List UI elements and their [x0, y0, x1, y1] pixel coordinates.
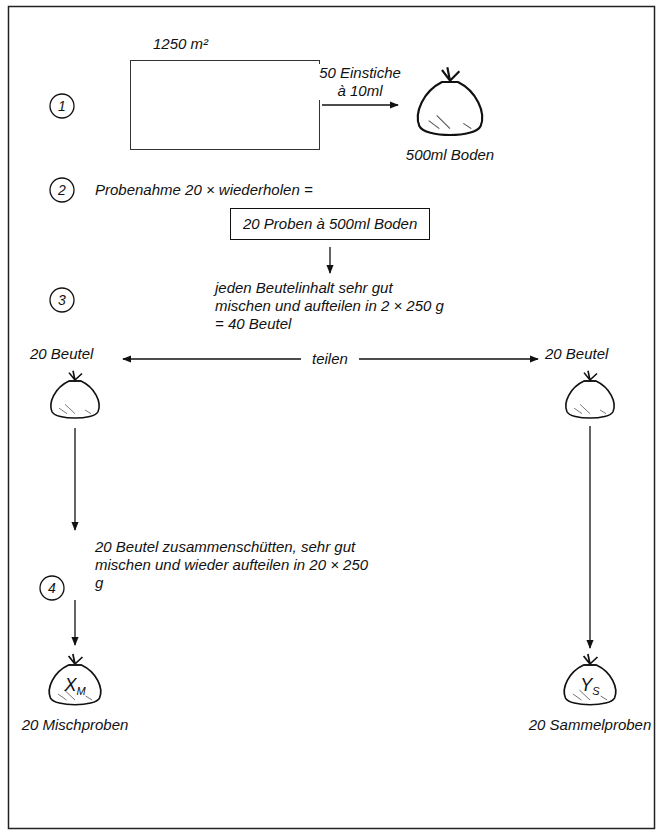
area-size: 1250 m² — [153, 35, 208, 53]
sample-box: 20 Proben à 500ml Boden — [230, 208, 430, 240]
flow-arrow — [329, 247, 330, 273]
step-number: 1 — [58, 99, 66, 113]
bag-caption: 500ml Boden — [400, 146, 500, 164]
bag-symbol — [560, 367, 620, 423]
split-arrow — [123, 358, 301, 359]
edge-label: 50 Einstiche à 10ml — [314, 64, 406, 100]
sample-symbol: X — [64, 675, 76, 695]
sample-bag: XM 20 Mischproben — [10, 650, 140, 734]
step-circle: 3 — [49, 287, 75, 313]
bag-caption: 20 Mischproben — [10, 716, 140, 734]
bag-symbol — [410, 62, 490, 142]
area-rectangle: 1250 m² — [130, 60, 320, 150]
soil-bag: 20 Beutel — [545, 345, 635, 423]
note-text: jeden Beutelinhalt sehr gut mischen und … — [215, 279, 445, 333]
flow-arrow — [589, 426, 590, 648]
step-number: 2 — [58, 183, 66, 197]
bag-area — [45, 367, 105, 423]
sample-bag: YS 20 Sammelproben — [515, 650, 662, 734]
bag-symbol — [45, 367, 105, 423]
bag-symbol-text: YS — [558, 676, 622, 700]
bag-area — [560, 367, 620, 423]
outer-frame — [9, 7, 655, 829]
bag-caption: 20 Beutel — [30, 345, 120, 363]
soil-bag: 20 Beutel — [30, 345, 120, 423]
flow-arrow — [322, 104, 398, 105]
bag-symbol-text: XM — [43, 676, 107, 700]
sample-symbol: Y — [580, 675, 592, 695]
split-arrow — [359, 358, 538, 359]
sample-subscript: S — [592, 685, 599, 697]
bag-area — [410, 62, 490, 142]
soil-bag: 500ml Boden — [400, 62, 500, 164]
step-number: 4 — [48, 581, 56, 595]
flow-arrow — [74, 428, 75, 530]
step-circle: 4 — [39, 575, 65, 601]
bag-area: YS — [558, 650, 622, 710]
note-text: 20 Beutel zusammenschütten, sehr gut mis… — [95, 538, 380, 592]
sample-subscript: M — [76, 685, 85, 697]
bag-caption: 20 Sammelproben — [515, 716, 662, 734]
note-text: teilen — [312, 350, 348, 368]
flow-arrow — [74, 600, 75, 645]
bag-area: XM — [43, 650, 107, 710]
step-circle: 2 — [49, 177, 75, 203]
note-text: Probenahme 20 × wiederholen = — [95, 181, 313, 199]
bag-caption: 20 Beutel — [545, 345, 635, 363]
step-number: 3 — [58, 293, 66, 307]
box-text: 20 Proben à 500ml Boden — [243, 215, 417, 233]
step-circle: 1 — [49, 93, 75, 119]
